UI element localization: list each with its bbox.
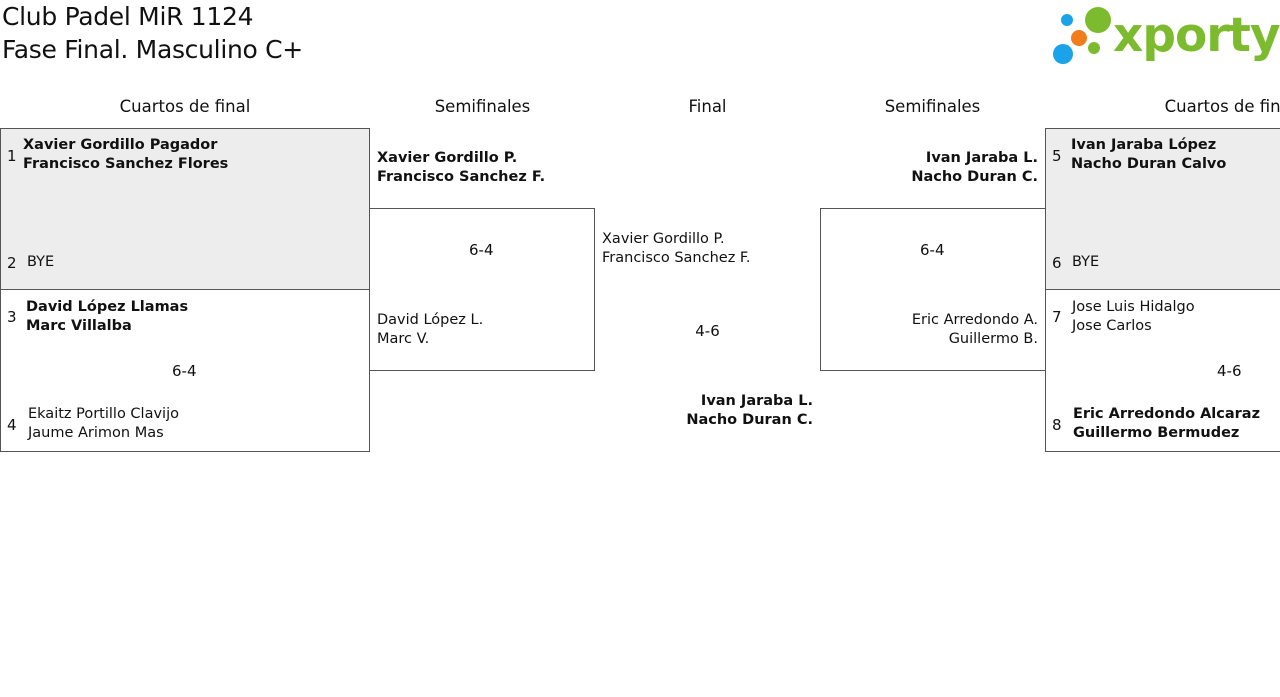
round-right-semi: Semifinales — [884, 97, 981, 116]
seed-number: 2 — [7, 254, 17, 272]
round-final: Final — [688, 97, 727, 116]
player-name: Jose Carlos — [1072, 318, 1152, 334]
player-name: Eric Arredondo Alcaraz — [1073, 406, 1261, 422]
player-name: Ivan Jaraba L. — [925, 150, 1038, 166]
team-3: David López Llamas Marc Villalba — [26, 298, 188, 336]
player-name: Marc Villalba — [26, 318, 132, 334]
match-score: 6-4 — [920, 241, 945, 259]
logo-dot-blue — [1061, 14, 1073, 26]
final-left-team: Xavier Gordillo P. Francisco Sanchez F. — [602, 230, 751, 268]
left-quarter-match-1 — [0, 128, 370, 290]
team-7: Jose Luis Hidalgo Jose Carlos — [1072, 298, 1195, 336]
player-name: Francisco Sanchez F. — [602, 250, 751, 266]
seed-number: 3 — [7, 308, 17, 326]
logo-dot-orange — [1071, 30, 1087, 46]
player-name: Francisco Sanchez F. — [377, 169, 546, 185]
player-name: Ivan Jaraba López — [1071, 137, 1217, 153]
right-semi-bottom-team: Eric Arredondo A. Guillermo B. — [912, 311, 1038, 349]
seed-number: 4 — [7, 416, 17, 434]
player-name: Marc V. — [377, 331, 430, 347]
player-name: Guillermo B. — [948, 331, 1038, 347]
round-right-quarter: Cuartos de final — [1164, 97, 1280, 116]
player-name: Ekaitz Portillo Clavijo — [28, 406, 179, 422]
seed-number: 5 — [1052, 147, 1062, 165]
player-name: Guillermo Bermudez — [1073, 425, 1240, 441]
right-quarter-match-2 — [1045, 289, 1280, 452]
player-name: Jaume Arimon Mas — [28, 425, 164, 441]
player-name: Nacho Duran Calvo — [1071, 156, 1227, 172]
player-name: Nacho Duran C. — [686, 412, 813, 428]
final-score: 4-6 — [695, 322, 720, 340]
round-left-quarter: Cuartos de final — [119, 97, 251, 116]
seed-number: 7 — [1052, 308, 1062, 326]
player-name: Ivan Jaraba L. — [700, 393, 813, 409]
player-name: Eric Arredondo A. — [911, 312, 1038, 328]
seed-number: 6 — [1052, 254, 1062, 272]
player-name: Nacho Duran C. — [911, 169, 1038, 185]
right-semi-match — [820, 208, 1046, 371]
team-4: Ekaitz Portillo Clavijo Jaume Arimon Mas — [28, 405, 179, 443]
left-semi-match — [369, 208, 595, 371]
left-semi-bottom-team: David López L. Marc V. — [377, 311, 483, 349]
logo-dot-green-small — [1088, 42, 1100, 54]
seed-number: 1 — [7, 147, 17, 165]
final-right-team: Ivan Jaraba L. Nacho Duran C. — [686, 392, 813, 430]
team-8: Eric Arredondo Alcaraz Guillermo Bermude… — [1073, 405, 1260, 443]
round-left-semi: Semifinales — [434, 97, 531, 116]
logo-text: xporty — [1113, 8, 1280, 63]
xporty-logo-graphic — [1053, 7, 1111, 64]
match-score: 6-4 — [172, 362, 197, 380]
player-name: Xavier Gordillo P. — [602, 231, 725, 247]
right-quarter-match-1 — [1045, 128, 1280, 290]
logo-dot-green — [1085, 7, 1111, 33]
player-name: Francisco Sanchez Flores — [23, 156, 229, 172]
player-name: Xavier Gordillo P. — [377, 150, 518, 166]
match-score: 4-6 — [1217, 362, 1242, 380]
team-2-bye: BYE — [27, 254, 55, 270]
team-5: Ivan Jaraba López Nacho Duran Calvo — [1071, 136, 1226, 174]
right-semi-top-team: Ivan Jaraba L. Nacho Duran C. — [911, 149, 1038, 187]
player-name: David López L. — [377, 312, 484, 328]
team-1: Xavier Gordillo Pagador Francisco Sanche… — [23, 136, 228, 174]
player-name: Jose Luis Hidalgo — [1072, 299, 1195, 315]
player-name: David López Llamas — [26, 299, 189, 315]
match-score: 6-4 — [469, 241, 494, 259]
phase-title: Fase Final. Masculino C+ — [2, 35, 303, 64]
player-name: Xavier Gordillo Pagador — [23, 137, 218, 153]
seed-number: 8 — [1052, 416, 1062, 434]
club-title: Club Padel MiR 1124 — [2, 2, 254, 31]
xporty-logo: xporty — [1050, 4, 1280, 68]
left-semi-top-team: Xavier Gordillo P. Francisco Sanchez F. — [377, 149, 545, 187]
team-6-bye: BYE — [1072, 254, 1100, 270]
logo-dot-blue-large — [1053, 44, 1073, 64]
